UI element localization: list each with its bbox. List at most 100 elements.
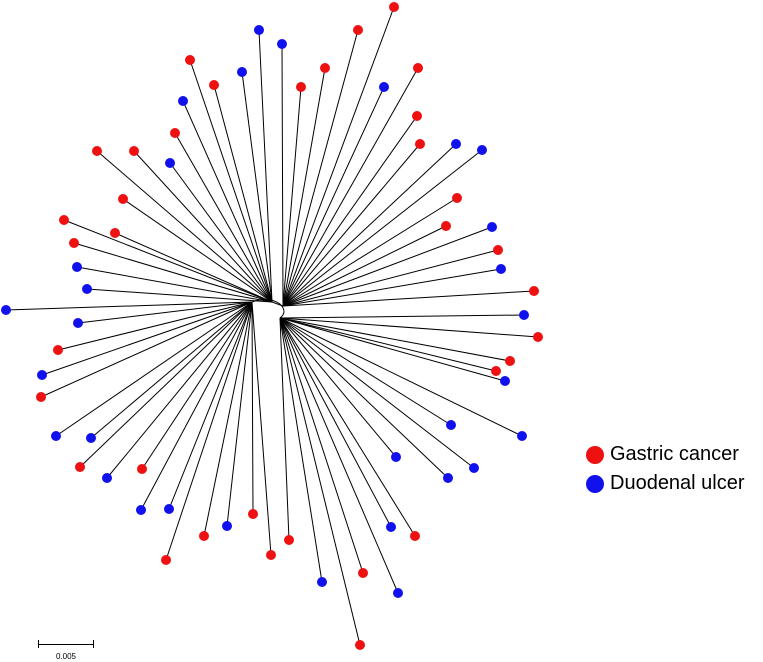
tip-node-gastric-cancer	[69, 238, 79, 248]
tree-branch	[279, 317, 452, 426]
tip-node-duodenal-ulcer	[277, 39, 287, 49]
tree-branch	[55, 301, 253, 437]
tip-node-duodenal-ulcer	[379, 82, 389, 92]
tree-branch	[40, 301, 253, 398]
tree-branch	[279, 317, 399, 594]
tree-branch	[63, 219, 273, 303]
tip-node-gastric-cancer	[129, 146, 139, 156]
tree-branch	[282, 149, 483, 307]
legend-label-gastric-cancer: Gastric cancer	[610, 443, 739, 465]
tip-node-duodenal-ulcer	[37, 370, 47, 380]
tip-node-duodenal-ulcer	[178, 96, 188, 106]
scale-bar-label: 0.005	[55, 652, 77, 661]
tree-branch	[73, 242, 273, 303]
tree-branch	[282, 197, 458, 307]
tip-node-gastric-cancer	[137, 464, 147, 474]
tree-branch	[282, 249, 499, 307]
tree-branch	[96, 150, 273, 303]
tip-node-gastric-cancer	[320, 63, 330, 73]
tip-node-duodenal-ulcer	[51, 431, 61, 441]
tip-node-gastric-cancer	[505, 356, 515, 366]
tip-node-duodenal-ulcer	[451, 139, 461, 149]
tip-node-duodenal-ulcer	[317, 577, 327, 587]
scale-bar-line	[36, 640, 96, 648]
tree-branch	[282, 67, 326, 307]
tip-node-gastric-cancer	[209, 80, 219, 90]
tree-branch	[258, 29, 273, 303]
tree-branch	[282, 290, 535, 307]
tree-branch	[279, 317, 290, 541]
tip-node-gastric-cancer	[491, 366, 501, 376]
tip-node-gastric-cancer	[415, 139, 425, 149]
tree-branch	[76, 266, 273, 303]
tree-branch	[279, 317, 506, 382]
tree-branch	[122, 198, 273, 303]
tree-branch	[140, 301, 253, 511]
tree-branch	[182, 100, 273, 303]
tree-branch	[174, 132, 273, 303]
tip-node-duodenal-ulcer	[136, 505, 146, 515]
tree-branch	[279, 317, 511, 362]
scale-bar: 0.005	[36, 640, 96, 661]
tip-node-gastric-cancer	[296, 82, 306, 92]
tip-node-gastric-cancer	[389, 2, 399, 12]
tree-branch	[106, 301, 253, 479]
tree-branch	[189, 59, 273, 303]
tree-branch	[168, 301, 253, 510]
tree-branch	[241, 71, 273, 303]
tip-node-gastric-cancer	[410, 531, 420, 541]
tree-branch	[279, 317, 449, 479]
tip-node-gastric-cancer	[185, 55, 195, 65]
tree-branch	[5, 301, 253, 311]
tree-branch	[282, 268, 502, 307]
tip-node-duodenal-ulcer	[73, 318, 83, 328]
tip-node-duodenal-ulcer	[222, 521, 232, 531]
tree-branch	[133, 150, 273, 303]
tree-branch	[279, 317, 539, 338]
tip-node-gastric-cancer	[170, 128, 180, 138]
tip-node-gastric-cancer	[493, 245, 503, 255]
tip-node-duodenal-ulcer	[165, 158, 175, 168]
tree-branch	[279, 317, 364, 574]
tip-node-gastric-cancer	[53, 345, 63, 355]
tip-node-duodenal-ulcer	[1, 305, 11, 315]
tree-branch	[282, 115, 418, 307]
tip-node-gastric-cancer	[199, 531, 209, 541]
tree-branch	[226, 301, 253, 527]
tree-branch	[251, 301, 254, 515]
tip-node-gastric-cancer	[358, 568, 368, 578]
tree-branch	[213, 84, 273, 303]
tip-node-duodenal-ulcer	[487, 222, 497, 232]
tip-node-gastric-cancer	[353, 25, 363, 35]
legend-swatch-gastric-cancer	[586, 445, 604, 464]
tip-node-duodenal-ulcer	[496, 264, 506, 274]
tip-node-gastric-cancer	[533, 332, 543, 342]
tip-node-gastric-cancer	[284, 535, 294, 545]
tip-node-gastric-cancer	[59, 215, 69, 225]
legend: Gastric cancer Duodenal ulcer	[586, 440, 745, 498]
tree-branch	[282, 86, 385, 307]
tip-node-gastric-cancer	[161, 555, 171, 565]
tree-branch	[279, 317, 497, 372]
tree-branch	[169, 162, 273, 303]
tree-branch	[86, 288, 273, 303]
tree-branch	[279, 317, 523, 437]
tree-branch	[79, 301, 253, 468]
tip-node-gastric-cancer	[110, 228, 120, 238]
tree-branch	[251, 301, 272, 556]
tip-node-gastric-cancer	[529, 286, 539, 296]
tip-node-duodenal-ulcer	[386, 522, 396, 532]
legend-item-gastric-cancer: Gastric cancer	[586, 440, 745, 469]
tip-node-gastric-cancer	[413, 63, 423, 73]
tree-branch	[77, 301, 253, 324]
tree-branch	[279, 317, 392, 528]
legend-label-duodenal-ulcer: Duodenal ulcer	[610, 472, 745, 494]
tip-node-duodenal-ulcer	[164, 504, 174, 514]
tree-branch	[279, 317, 475, 469]
tip-node-duodenal-ulcer	[446, 420, 456, 430]
legend-swatch-duodenal-ulcer	[586, 474, 604, 493]
tip-node-duodenal-ulcer	[443, 473, 453, 483]
tree-branch	[114, 232, 273, 303]
tip-node-duodenal-ulcer	[86, 433, 96, 443]
